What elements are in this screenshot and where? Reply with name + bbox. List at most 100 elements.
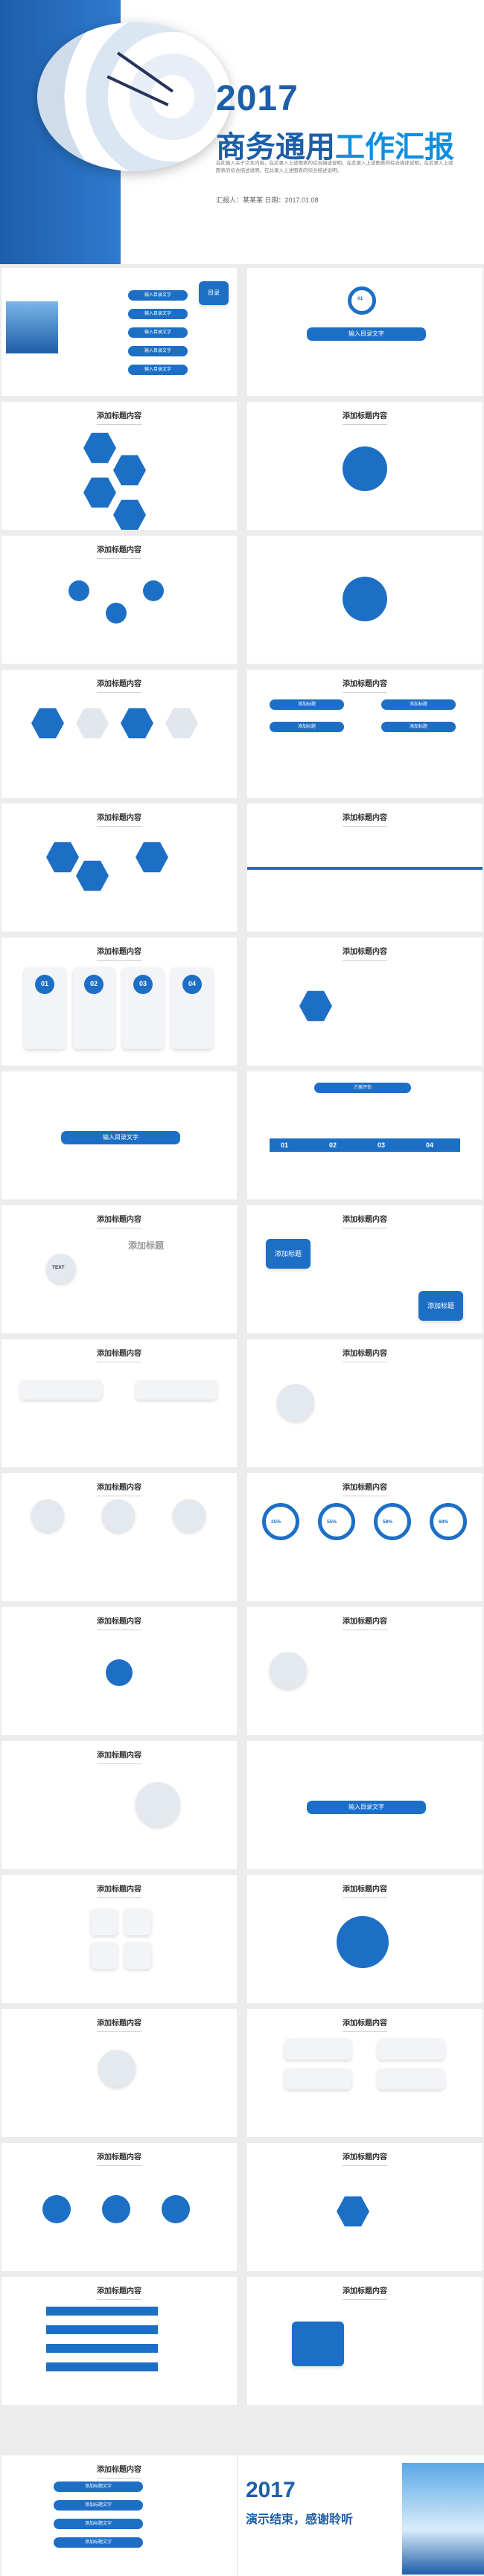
slide-percent: 添加标题内容 25% 55% 58% 68% [247, 1473, 483, 1601]
slide-title: 添加标题内容 [1, 2016, 237, 2032]
hex-node [83, 477, 116, 508]
slide-rings: 添加标题内容 [1, 1473, 237, 1601]
city-photo [402, 2463, 484, 2575]
center-node [343, 577, 387, 621]
slide-title: 添加标题内容 [1, 2463, 237, 2479]
hex-card [31, 708, 64, 739]
eval-number: 04 [425, 1141, 433, 1149]
title-part-a: 商务通用 [216, 131, 335, 164]
bubble [102, 2195, 130, 2223]
slide-timeline: 添加标题内容 [247, 804, 483, 932]
slide-section: 01 输入目录文字 [247, 268, 483, 396]
slide-arrow-tags: 添加标题内容 添加标题 添加标题 添加标题 添加标题 [247, 670, 483, 798]
slide-title: 添加标题内容 [1, 1615, 237, 1630]
percent-value: 55% [327, 1519, 337, 1525]
title-year: 2017 [216, 79, 299, 118]
percent-ring [262, 1503, 299, 1540]
bubble [162, 2195, 190, 2223]
slide-ranking: 添加标题内容 添加标题文字 添加标题文字 添加标题文字 添加标题文字 [1, 2455, 237, 2576]
slide-title: 添加标题内容 [247, 409, 483, 425]
label-box: 添加标题 [418, 1291, 463, 1321]
gear-icon [343, 446, 387, 491]
slide-gear: 添加标题内容 [247, 402, 483, 530]
section-number [348, 286, 376, 315]
sticky-card [292, 2322, 344, 2366]
catalog-badge: 目录 [199, 281, 229, 305]
slide-cards: 添加标题内容 01 02 03 04 [1, 938, 237, 1066]
hub-center [46, 1254, 76, 1284]
title-part-b: 工作汇报 [335, 131, 454, 164]
slide-section-3: 输入目录文字 [247, 1741, 483, 1869]
slide-title: 添加标题内容 [247, 2284, 483, 2300]
hex-card [165, 708, 198, 739]
slide-title: 添加标题内容 [1, 543, 237, 559]
tag: 添加标题 [381, 722, 456, 732]
tile [284, 2069, 351, 2089]
ring-card [102, 1499, 135, 1532]
rank-bar: 添加标题文字 [54, 2482, 143, 2492]
slide-bubbles: 添加标题内容 [1, 2143, 237, 2271]
snake-node [106, 603, 127, 624]
arc-node [98, 2050, 136, 2087]
slide-labels: 添加标题内容 添加标题 添加标题 [247, 1205, 483, 1333]
eval-number: 01 [280, 1141, 288, 1149]
slide-title: 添加标题内容 [1, 1347, 237, 1362]
page-title: 商务通用工作汇报 [216, 123, 454, 166]
slide-title: 添加标题内容 [247, 1481, 483, 1496]
slide-title: 添加标题内容 [1, 677, 237, 693]
slide-title: 添加标题内容 [247, 2150, 483, 2166]
toc-item[interactable]: 输入目录文字 [128, 327, 188, 338]
ring-card [31, 1499, 64, 1532]
reporter-date: 汇报人：某某某 日期：2017.01.08 [216, 196, 319, 204]
hex-node [76, 860, 109, 891]
slide-side-icons: 添加标题内容 [247, 1607, 483, 1735]
slide-title: 添加标题内容 [1, 1481, 237, 1496]
list-bar [46, 2344, 158, 2353]
percent-ring [430, 1503, 467, 1540]
rank-bar: 添加标题文字 [54, 2500, 143, 2511]
intro-paragraph: 在此输入关于文本内容，在此录入上述图表的综合描述说明，在此录入上述图表的综合描述… [216, 161, 453, 173]
tag: 添加标题 [270, 722, 344, 732]
tile [284, 2039, 351, 2060]
slide-bowtie: 添加标题内容 [247, 1875, 483, 2003]
eval-title: 方案评估 [314, 1083, 411, 1093]
slide-section-2: 输入目录文字 [1, 1071, 237, 1199]
card-number [133, 975, 153, 994]
icon-tile [124, 1942, 151, 1969]
side-hub [270, 1652, 307, 1689]
slide-title: 添加标题内容 [247, 2016, 483, 2032]
icon-tile [124, 1909, 151, 1935]
card-number-text: 03 [138, 980, 147, 987]
slide-title: 添加标题内容 [1, 409, 237, 425]
city-photo [6, 301, 58, 353]
hex-node [113, 499, 146, 530]
toc-item[interactable]: 输入目录文字 [128, 309, 188, 319]
slide-flower [247, 536, 483, 664]
hex-node [83, 432, 116, 464]
toc-item[interactable]: 输入目录文字 [128, 346, 188, 356]
toc-item[interactable]: 输入目录文字 [128, 365, 188, 375]
toc-item[interactable]: 输入目录文字 [128, 290, 188, 301]
slide-hex-ring: 添加标题内容 [247, 938, 483, 1066]
slide-title: 添加标题内容 [247, 945, 483, 961]
percent-value: 25% [271, 1519, 281, 1525]
section-title: 输入目录文字 [61, 1131, 180, 1144]
percent-value: 58% [383, 1519, 393, 1525]
card-number-text: 01 [40, 980, 48, 987]
flow-card [136, 1380, 217, 1400]
label-box: 添加标题 [266, 1239, 311, 1269]
snake-node [69, 580, 89, 601]
slide-title: 添加标题内容 [247, 811, 483, 827]
rank-bar: 添加标题文字 [54, 2519, 143, 2529]
section-title: 输入目录文字 [307, 1801, 426, 1814]
closing-year: 2017 [246, 2478, 296, 2502]
eval-number: 03 [377, 1141, 385, 1149]
icon-tile [91, 1942, 118, 1969]
card-number [182, 975, 202, 994]
card-number [84, 975, 104, 994]
slide-list: 添加标题内容 [1, 2277, 237, 2405]
icon-tile [91, 1909, 118, 1935]
snake-node [143, 580, 164, 601]
slide-semi-ring: 添加标题内容 [247, 1339, 483, 1467]
